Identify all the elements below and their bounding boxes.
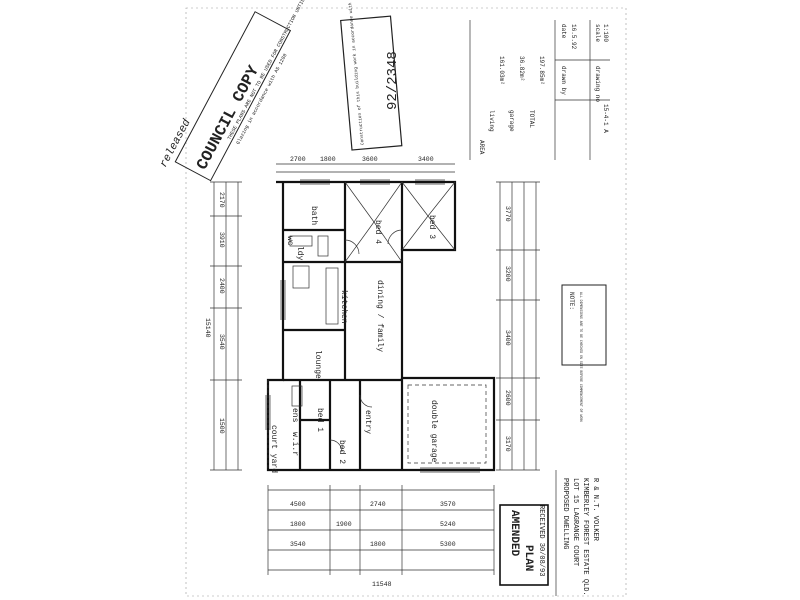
top-dim-4: 3400 <box>418 156 434 163</box>
left-dim-4: 3540 <box>218 334 225 350</box>
area-living-label: living <box>488 110 495 132</box>
floor-plan <box>265 179 496 473</box>
room-labels: bed 4 bed 3 bath ldy wc kitchen dining /… <box>269 206 438 473</box>
room-dining-family: dining / family <box>375 280 384 352</box>
note-title: NOTE: <box>568 292 575 310</box>
dimension-labels: 15140 11548 2170 3910 2400 3540 1500 377… <box>204 156 511 588</box>
top-dim-3: 3600 <box>362 156 378 163</box>
received-text: RECEIVED 30/08/93 <box>537 505 545 576</box>
room-bed4: bed 4 <box>373 220 382 244</box>
date-value: 16.5.92 <box>570 24 577 50</box>
room-bath: bath <box>309 206 318 225</box>
bottom-dim-1b: 2740 <box>370 501 386 508</box>
overall-depth: 15140 <box>204 318 211 338</box>
room-court-yard: court yard <box>269 425 278 473</box>
area-total: 197.85m² <box>538 56 545 85</box>
dimension-lines <box>210 163 540 575</box>
area-living: 161.03m² <box>498 56 505 85</box>
rotated-drawing: bed 4 bed 3 bath ldy wc kitchen dining /… <box>158 0 610 596</box>
council-copy-stamp: COUNCIL COPY released <box>158 11 292 182</box>
scale-label: scale <box>594 24 601 42</box>
room-wc: wc <box>285 236 294 246</box>
bottom-dim-3c: 5300 <box>440 541 456 548</box>
proposed-text: PROPOSED DWELLING <box>561 478 569 549</box>
right-dim-4: 2600 <box>504 390 511 406</box>
approval-number: 92/2348 <box>385 51 401 110</box>
bottom-dim-1c: 3570 <box>440 501 456 508</box>
date-label: date <box>560 24 567 39</box>
site-note-box: NOTE: ALL DIMENSIONS ARE TO BE CHECKED O… <box>561 284 607 422</box>
right-dim-1: 3770 <box>504 206 511 222</box>
client-text: R & N.T. VOLKER <box>591 478 599 542</box>
top-dim-1: 2700 <box>290 156 306 163</box>
lot-text: LOT 15 LAGRANGE COURT <box>571 478 579 566</box>
left-dim-2: 3910 <box>218 232 225 248</box>
council-note: Construction of this building work in ac… <box>327 0 365 145</box>
room-lounge: lounge <box>313 350 322 379</box>
room-ens: ens <box>290 408 299 423</box>
room-bed2: bed 2 <box>337 440 346 464</box>
project-title: PROPOSED DWELLING LOT 15 LAGRANGE COURT … <box>555 470 599 596</box>
room-kitchen: kitchen <box>339 290 348 324</box>
bottom-dim-3b: 1800 <box>370 541 386 548</box>
left-dim-3: 2400 <box>218 278 225 294</box>
area-garage-label: garage <box>508 110 515 132</box>
drawing-no: 15-4-1 A <box>602 104 609 133</box>
area-total-label: TOTAL <box>528 110 535 128</box>
estate-text: KIMBERLEY FOREST ESTATE QLD. <box>581 478 589 596</box>
bottom-dim-2c: 5240 <box>440 521 456 528</box>
amended-text: AMENDED <box>508 510 520 557</box>
top-dim-2: 1800 <box>320 156 336 163</box>
drawn-label: drawn by <box>560 66 567 95</box>
bottom-dim-2a: 1800 <box>290 521 306 528</box>
room-entry: entry <box>363 410 372 434</box>
room-bed1: bed 1 <box>315 408 324 432</box>
left-dim-1: 2170 <box>218 192 225 208</box>
right-dim-2: 3200 <box>504 266 511 282</box>
bottom-dim-3a: 3540 <box>290 541 306 548</box>
room-double-garage: double garage <box>429 400 438 463</box>
left-dim-5: 1500 <box>218 418 225 434</box>
drawing-label: drawing no <box>594 66 601 102</box>
note-body: ALL DIMENSIONS ARE TO BE CHECKED ON SITE… <box>579 292 583 422</box>
plan-text: PLAN <box>522 545 534 571</box>
overall-width: 11548 <box>372 581 392 588</box>
room-ldy: ldy <box>295 246 304 261</box>
scale-value: 1:100 <box>602 24 609 42</box>
room-bed3: bed 3 <box>427 215 436 239</box>
area-garage: 36.82m² <box>518 56 525 81</box>
title-block: date 16.5.92 scale 1:100 drawn by drawin… <box>469 20 610 160</box>
right-dim-3: 3400 <box>504 330 511 346</box>
bottom-dim-1a: 4500 <box>290 501 306 508</box>
amended-plan-stamp: AMENDED PLAN RECEIVED 30/08/93 <box>499 504 549 586</box>
area-label: AREA <box>478 140 485 155</box>
right-dim-5: 3170 <box>504 436 511 452</box>
bottom-dim-2b: 1900 <box>336 521 352 528</box>
room-wir: w.i.r <box>290 432 299 456</box>
